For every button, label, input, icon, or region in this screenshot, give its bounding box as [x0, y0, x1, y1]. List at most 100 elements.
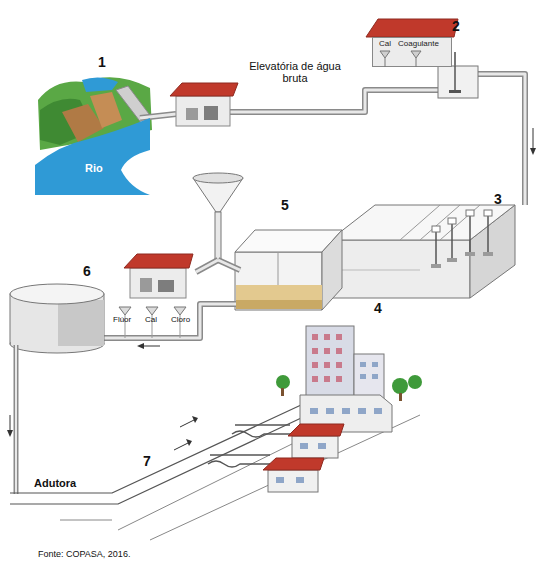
- trees: [281, 388, 284, 396]
- flow-arrow: [192, 416, 198, 423]
- hills: [82, 77, 118, 92]
- filter-unit: [236, 300, 322, 309]
- flow-arrow: [533, 128, 534, 150]
- pump-house: [170, 83, 238, 126]
- callout-number: 6: [83, 264, 103, 279]
- water-main: [15, 345, 17, 494]
- treated-water-pipe: [104, 304, 236, 338]
- treated-water-pipe: [104, 304, 236, 338]
- node-text: Rio: [85, 162, 103, 174]
- dosing-funnels: [119, 307, 186, 315]
- treated-water-pipe: [104, 304, 236, 338]
- flow-arrow: [142, 346, 160, 347]
- reservoir: [58, 300, 104, 346]
- dosing-funnel: [411, 51, 421, 58]
- dosing-house: [130, 268, 186, 298]
- flash-mixer: [449, 90, 461, 93]
- illustration-part: [484, 210, 492, 216]
- illustration-part: [431, 264, 441, 268]
- wash-water-tank: [215, 212, 221, 262]
- flow-arrow: [186, 439, 192, 446]
- flow-arrow: [530, 128, 536, 155]
- trees: [392, 378, 408, 394]
- water-main: [232, 425, 290, 437]
- buildings: [268, 470, 318, 492]
- settling-tank: [440, 205, 480, 240]
- chemical-label: Flúor: [113, 316, 143, 325]
- dosing-house: [140, 278, 152, 292]
- wash-water-tank: [193, 173, 243, 183]
- pump-house: [186, 108, 198, 120]
- dosing-funnel: [380, 51, 390, 58]
- illustration-part: [374, 408, 382, 414]
- river-area: Rio: [35, 110, 150, 195]
- settling-tank: [400, 205, 440, 240]
- pump-house: [176, 96, 230, 126]
- illustration-part: [487, 214, 489, 256]
- node-text: Cal: [379, 40, 391, 49]
- illustration-part: [436, 214, 488, 268]
- wash-water-tank: [218, 260, 240, 270]
- illustration-part: [312, 334, 318, 340]
- water-main: [60, 415, 420, 540]
- node-shape: [35, 110, 150, 195]
- buildings: [263, 326, 392, 492]
- callout-number: 1: [98, 55, 118, 70]
- illustration-part: [310, 408, 318, 414]
- illustration-part: [451, 222, 453, 262]
- water-main: [14, 345, 19, 494]
- flow-arrow: [137, 343, 160, 349]
- pipe-label: Adutora: [34, 477, 114, 489]
- trees: [408, 375, 422, 389]
- raw-water-pipe: [478, 74, 525, 205]
- illustration-part: [360, 374, 366, 379]
- buildings: [292, 436, 338, 458]
- flow-arrow: [180, 419, 196, 427]
- illustration-part: [312, 376, 318, 382]
- filter-unit: [278, 252, 279, 285]
- illustration-part: [358, 408, 366, 414]
- flow-arrow: [7, 430, 13, 437]
- wash-water-tank: [196, 260, 218, 272]
- raw-water-pipe: [230, 76, 442, 112]
- illustration-part: [372, 374, 378, 379]
- hills: [90, 92, 122, 128]
- reservoir: [10, 284, 104, 353]
- illustration-part: [324, 362, 330, 368]
- flow-arrow: [7, 415, 198, 450]
- funnel-pipe: [416, 58, 417, 67]
- water-main: [208, 455, 270, 467]
- illustration-part: [324, 334, 330, 340]
- dosing-funnels: [119, 307, 131, 315]
- chemical-house: CalCoagulante: [372, 37, 452, 67]
- house-wall: [373, 38, 452, 67]
- river-water: [35, 118, 150, 195]
- buildings: [300, 443, 308, 449]
- chemical-label: Cal: [145, 316, 165, 325]
- callout-number: 4: [374, 301, 394, 316]
- filter-unit: [235, 230, 342, 310]
- illustration-part: [312, 362, 318, 368]
- settling-tank: [322, 205, 515, 298]
- illustration-part: [324, 376, 330, 382]
- illustration-part: [360, 362, 366, 367]
- trees: [399, 393, 402, 401]
- illustration-part: [360, 362, 378, 379]
- callout-number: 2: [452, 19, 472, 34]
- raw-water-pipe: [140, 114, 176, 118]
- illustration-part: [312, 334, 342, 382]
- chemical-label: Cloro: [171, 316, 201, 325]
- reservoir: [10, 284, 104, 304]
- dosing-house: [158, 280, 174, 292]
- illustration-part: [483, 252, 493, 256]
- illustration-part: [447, 258, 457, 262]
- settling-tank: [330, 240, 470, 298]
- flash-mixer: [438, 66, 478, 98]
- raw-water-pipe: [140, 114, 176, 118]
- chemical-house-roof: [366, 19, 458, 70]
- filter-unit: [322, 230, 342, 310]
- buildings: [276, 477, 284, 483]
- illustration-part: [342, 408, 350, 414]
